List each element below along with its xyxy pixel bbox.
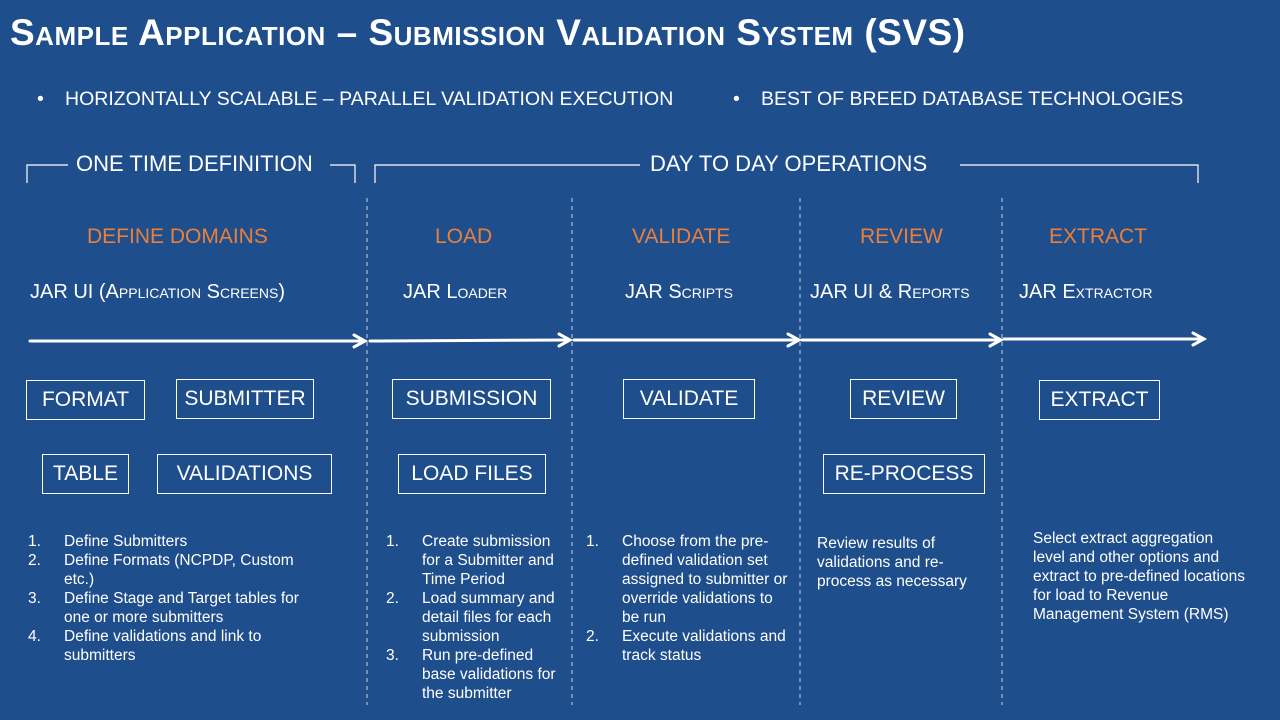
day-to-day-bracket-left <box>374 164 640 183</box>
list-item: 1.Choose from the pre-defined validation… <box>586 533 788 626</box>
list-item: 2.Load summary and detail files for each… <box>386 590 555 645</box>
step-title-validate: VALIDATE <box>632 225 731 248</box>
step-title-review: REVIEW <box>860 225 943 248</box>
day-to-day-bracket-right <box>960 164 1199 183</box>
step-title-define-domains: DEFINE DOMAINS <box>87 225 268 248</box>
step-title-load: LOAD <box>435 225 493 248</box>
bullet-dot: • <box>733 88 740 110</box>
list-item: 1.Define Submitters <box>28 533 188 550</box>
list-item: 4.Define validations and link to submitt… <box>28 628 262 664</box>
review-description: Review results of validations and re-pro… <box>817 535 967 590</box>
list-item: 3.Define Stage and Target tables for one… <box>28 590 299 626</box>
bullet-dot: • <box>37 88 44 110</box>
tool-jar-extractor: JAR Extractor <box>1019 281 1153 303</box>
phase-one-time-label: ONE TIME DEFINITION <box>76 151 313 176</box>
one-time-bracket-right <box>330 164 356 183</box>
tool-jar-loader: JAR Loader <box>403 281 508 303</box>
extract-description: Select extract aggregation level and oth… <box>1033 530 1245 623</box>
load-list: 1.Create submission for a Submitter and … <box>386 532 566 703</box>
box-table: TABLE <box>42 454 129 494</box>
box-submission: SUBMISSION <box>392 379 551 419</box>
box-format: FORMAT <box>26 380 145 420</box>
tool-jar-ui-application-screens: JAR UI (Application Screens) <box>30 281 285 303</box>
validate-list: 1.Choose from the pre-defined validation… <box>586 532 792 665</box>
box-validations: VALIDATIONS <box>157 454 332 494</box>
define-domains-list: 1.Define Submitters 2.Define Formats (NC… <box>28 532 328 665</box>
list-item: 3.Run pre-defined base validations for t… <box>386 647 556 702</box>
bullet-scalable: •HORIZONTALLY SCALABLE – PARALLEL VALIDA… <box>37 88 674 110</box>
list-item: 2.Execute validations and track status <box>586 628 786 664</box>
box-extract: EXTRACT <box>1039 380 1160 420</box>
flow-arrow-2 <box>368 338 570 343</box>
box-load-files: LOAD FILES <box>398 454 546 494</box>
step-title-extract: EXTRACT <box>1049 225 1148 248</box>
phase-day-to-day-label: DAY TO DAY OPERATIONS <box>650 151 928 176</box>
tool-jar-ui-reports: JAR UI & Reports <box>810 281 970 303</box>
one-time-bracket-left <box>26 164 68 183</box>
box-submitter: SUBMITTER <box>176 379 314 419</box>
page-title: Sample Application – Submission Validati… <box>10 12 966 53</box>
box-reprocess: RE-PROCESS <box>823 454 985 494</box>
box-review: REVIEW <box>850 379 957 419</box>
box-validate: VALIDATE <box>623 379 755 419</box>
tool-jar-scripts: JAR Scripts <box>625 281 734 303</box>
list-item: 1.Create submission for a Submitter and … <box>386 533 554 588</box>
list-item: 2.Define Formats (NCPDP, Custom etc.) <box>28 552 294 588</box>
bullet-database: •BEST OF BREED DATABASE TECHNOLOGIES <box>733 88 1184 110</box>
